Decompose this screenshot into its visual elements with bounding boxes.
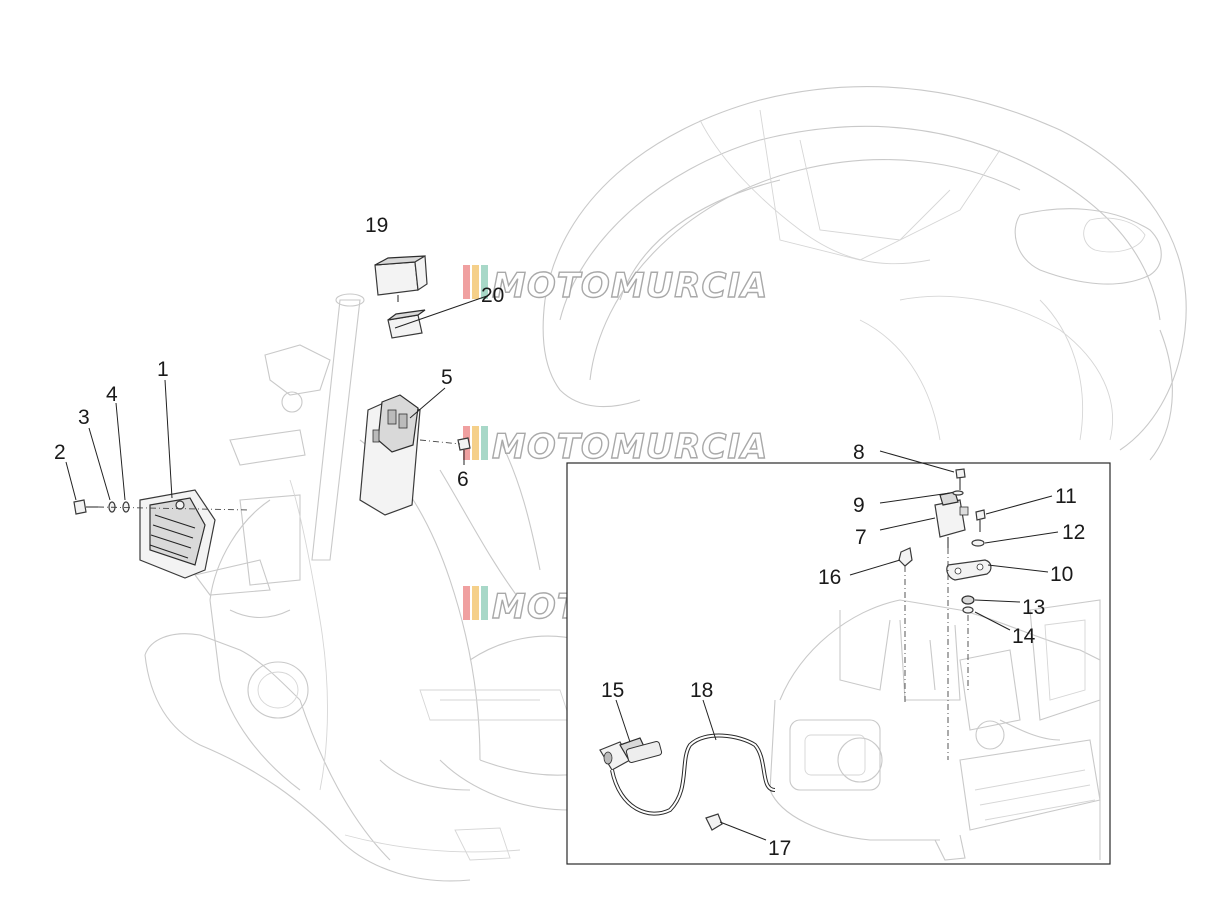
watermark-text: MOTOMURCIA	[492, 427, 768, 467]
electronic-control-unit	[359, 394, 421, 516]
callout-16: 16	[818, 566, 841, 589]
callout-3: 3	[78, 406, 90, 429]
callout-5: 5	[441, 366, 453, 389]
callout-8: 8	[853, 441, 865, 464]
callout-6: 6	[457, 468, 469, 491]
callout-19: 19	[365, 214, 388, 237]
washer-9	[952, 490, 964, 496]
callout-2: 2	[54, 441, 66, 464]
leader-lines	[65, 295, 1059, 841]
solenoid-7	[934, 491, 969, 548]
callout-14: 14	[1012, 625, 1036, 648]
watermark-middle: MOTOMURCIA	[463, 426, 768, 468]
callout-12: 12	[1062, 521, 1085, 544]
seal-13	[961, 595, 975, 605]
callout-4: 4	[106, 383, 118, 406]
callout-10: 10	[1050, 563, 1073, 586]
voltage-regulator	[139, 489, 216, 579]
relay	[374, 254, 428, 302]
callout-11: 11	[1055, 485, 1077, 508]
cable-18	[610, 733, 776, 816]
callout-15: 15	[601, 679, 624, 702]
washer-4	[122, 501, 130, 513]
inset-engine-outline	[769, 599, 1101, 861]
clip-17	[705, 813, 723, 831]
callout-20: 20	[481, 284, 504, 307]
clip-16	[898, 547, 913, 567]
callout-18: 18	[690, 679, 713, 702]
inset-detail-panel	[566, 462, 1111, 865]
bolt-2	[73, 499, 98, 515]
callout-13: 13	[1022, 596, 1045, 619]
ring-14	[962, 606, 974, 614]
callout-1: 1	[157, 358, 169, 381]
washer-12	[971, 539, 985, 547]
scooter-body-outline	[144, 86, 1187, 882]
bolt-8	[955, 468, 966, 490]
callout-9: 9	[853, 494, 865, 517]
callout-labels: 1 2 3 4 5 6 7 8 9 10 11 12 13 14 15 16 1…	[54, 214, 1085, 860]
bracket-10	[946, 559, 992, 581]
bolt-11	[975, 509, 986, 532]
assembly-axis-line	[97, 506, 251, 511]
callout-7: 7	[855, 526, 867, 549]
screw-6	[419, 437, 471, 451]
relay-holder	[387, 309, 426, 339]
callout-17: 17	[768, 837, 791, 860]
sensor-15	[599, 737, 663, 771]
watermark-text: MOTOMURCIA	[492, 266, 768, 306]
watermark-top: MOTOMURCIA	[463, 265, 768, 307]
